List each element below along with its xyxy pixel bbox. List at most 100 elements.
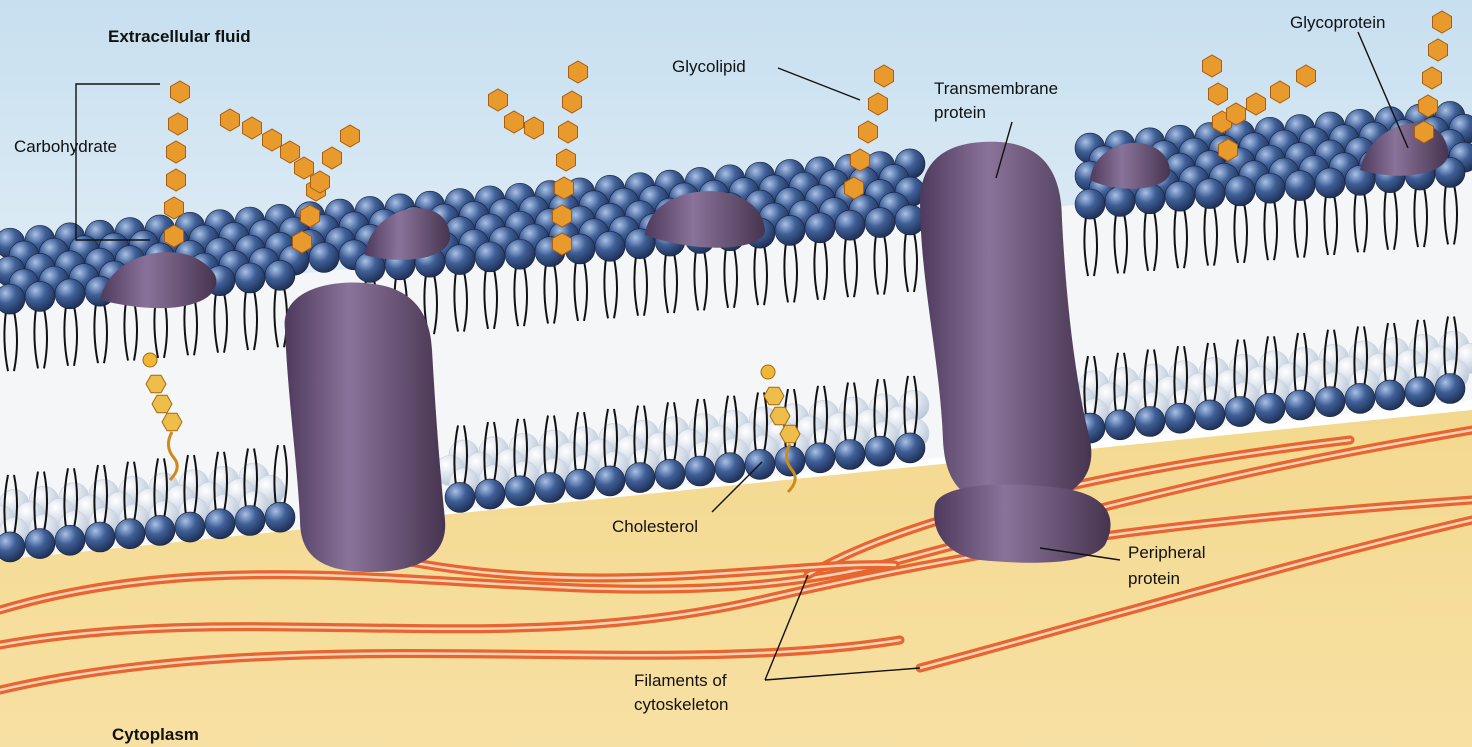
phospholipid-head [835,210,865,240]
phospholipid-head [1405,377,1435,407]
phospholipid-head [475,479,505,509]
phospholipid-head [1375,380,1405,410]
sugar-unit [845,177,864,199]
phospholipid-head [865,436,895,466]
sugar-unit [165,197,184,219]
phospholipid-head [775,446,805,476]
sugar-unit [525,117,544,139]
phospholipid-head [265,502,295,532]
sugar-unit [323,147,342,169]
phospholipid-head [535,473,565,503]
sugar-unit [1433,11,1452,33]
phospholipid-head [1345,383,1375,413]
filaments-label-line1: Filaments of [634,671,727,690]
phospholipid-head [55,279,85,309]
cholesterol-ring [780,425,800,442]
sugar-unit [875,65,894,87]
phospholipid-head [685,456,715,486]
sugar-unit [559,121,578,143]
phospholipid-head [1285,390,1315,420]
sugar-unit [1419,95,1438,117]
phospholipid-head [309,242,339,272]
sugar-unit [221,109,240,131]
sugar-unit [167,169,186,191]
phospholipid-head [1315,387,1345,417]
extracellular-label: Extracellular fluid [108,27,251,46]
phospholipid-head [1225,397,1255,427]
phospholipid-head [205,509,235,539]
phospholipid-head [1255,393,1285,423]
sugar-unit [1297,65,1316,87]
phospholipid-head [1165,403,1195,433]
sugar-unit [1219,139,1238,161]
cholesterol-ring [162,413,182,430]
phospholipid-head [805,443,835,473]
sugar-unit [311,171,330,193]
cholesterol-ring [146,375,166,392]
phospholipid-head [1135,407,1165,437]
peripheral-protein [934,484,1110,562]
sugar-unit [1271,81,1290,103]
sugar-unit [489,89,508,111]
phospholipid-head [775,215,805,245]
phospholipid-head [655,459,685,489]
phospholipid-head [835,440,865,470]
cholesterol-ring [152,395,172,412]
sugar-unit [869,93,888,115]
phospholipid-head [235,263,265,293]
phospholipid-head [115,519,145,549]
phospholipid-head [1225,176,1255,206]
transmembrane-label-line2: protein [934,103,986,122]
phospholipid-head [25,281,55,311]
phospholipid-head [505,239,535,269]
sugar-unit [553,205,572,227]
carbohydrate-label: Carbohydrate [14,137,117,156]
channel-protein-left [285,283,446,572]
phospholipid-head [1195,400,1225,430]
sugar-unit [263,129,282,151]
sugar-unit [301,205,320,227]
sugar-unit [293,231,312,253]
cholesterol-label: Cholesterol [612,517,698,536]
sugar-unit [851,149,870,171]
sugar-unit [1429,39,1448,61]
phospholipid-head [1195,179,1225,209]
sugar-unit [1227,103,1246,125]
sugar-unit [553,233,572,255]
phospholipid-head [895,433,925,463]
cholesterol-ring [770,407,790,424]
sugar-unit [505,111,524,133]
sugar-unit [569,61,588,83]
sugar-unit [243,117,262,139]
phospholipid-head [265,260,295,290]
sugar-unit [167,141,186,163]
phospholipid-head [1075,189,1105,219]
phospholipid-head [475,242,505,272]
phospholipid-head [1165,181,1195,211]
sugar-unit [859,121,878,143]
phospholipid-head [595,231,625,261]
sugar-unit [169,113,188,135]
sugar-unit [557,149,576,171]
phospholipid-head [595,466,625,496]
glycoprotein-label: Glycoprotein [1290,13,1385,32]
peripheral-label-line2: protein [1128,569,1180,588]
phospholipid-head [445,245,475,275]
phospholipid-head [235,506,265,536]
cholesterol-head [143,353,157,367]
phospholipid-head [625,463,655,493]
glycolipid-label: Glycolipid [672,57,746,76]
phospholipid-head [25,529,55,559]
phospholipid-head [55,525,85,555]
sugar-unit [281,141,300,163]
phospholipid-head [145,515,175,545]
sugar-unit [1209,83,1228,105]
sugar-unit [341,125,360,147]
sugar-unit [171,81,190,103]
transmembrane-label-line1: Transmembrane [934,79,1058,98]
sugar-unit [555,177,574,199]
phospholipid-head [1285,171,1315,201]
sugar-unit [563,91,582,113]
phospholipid-head [445,482,475,512]
